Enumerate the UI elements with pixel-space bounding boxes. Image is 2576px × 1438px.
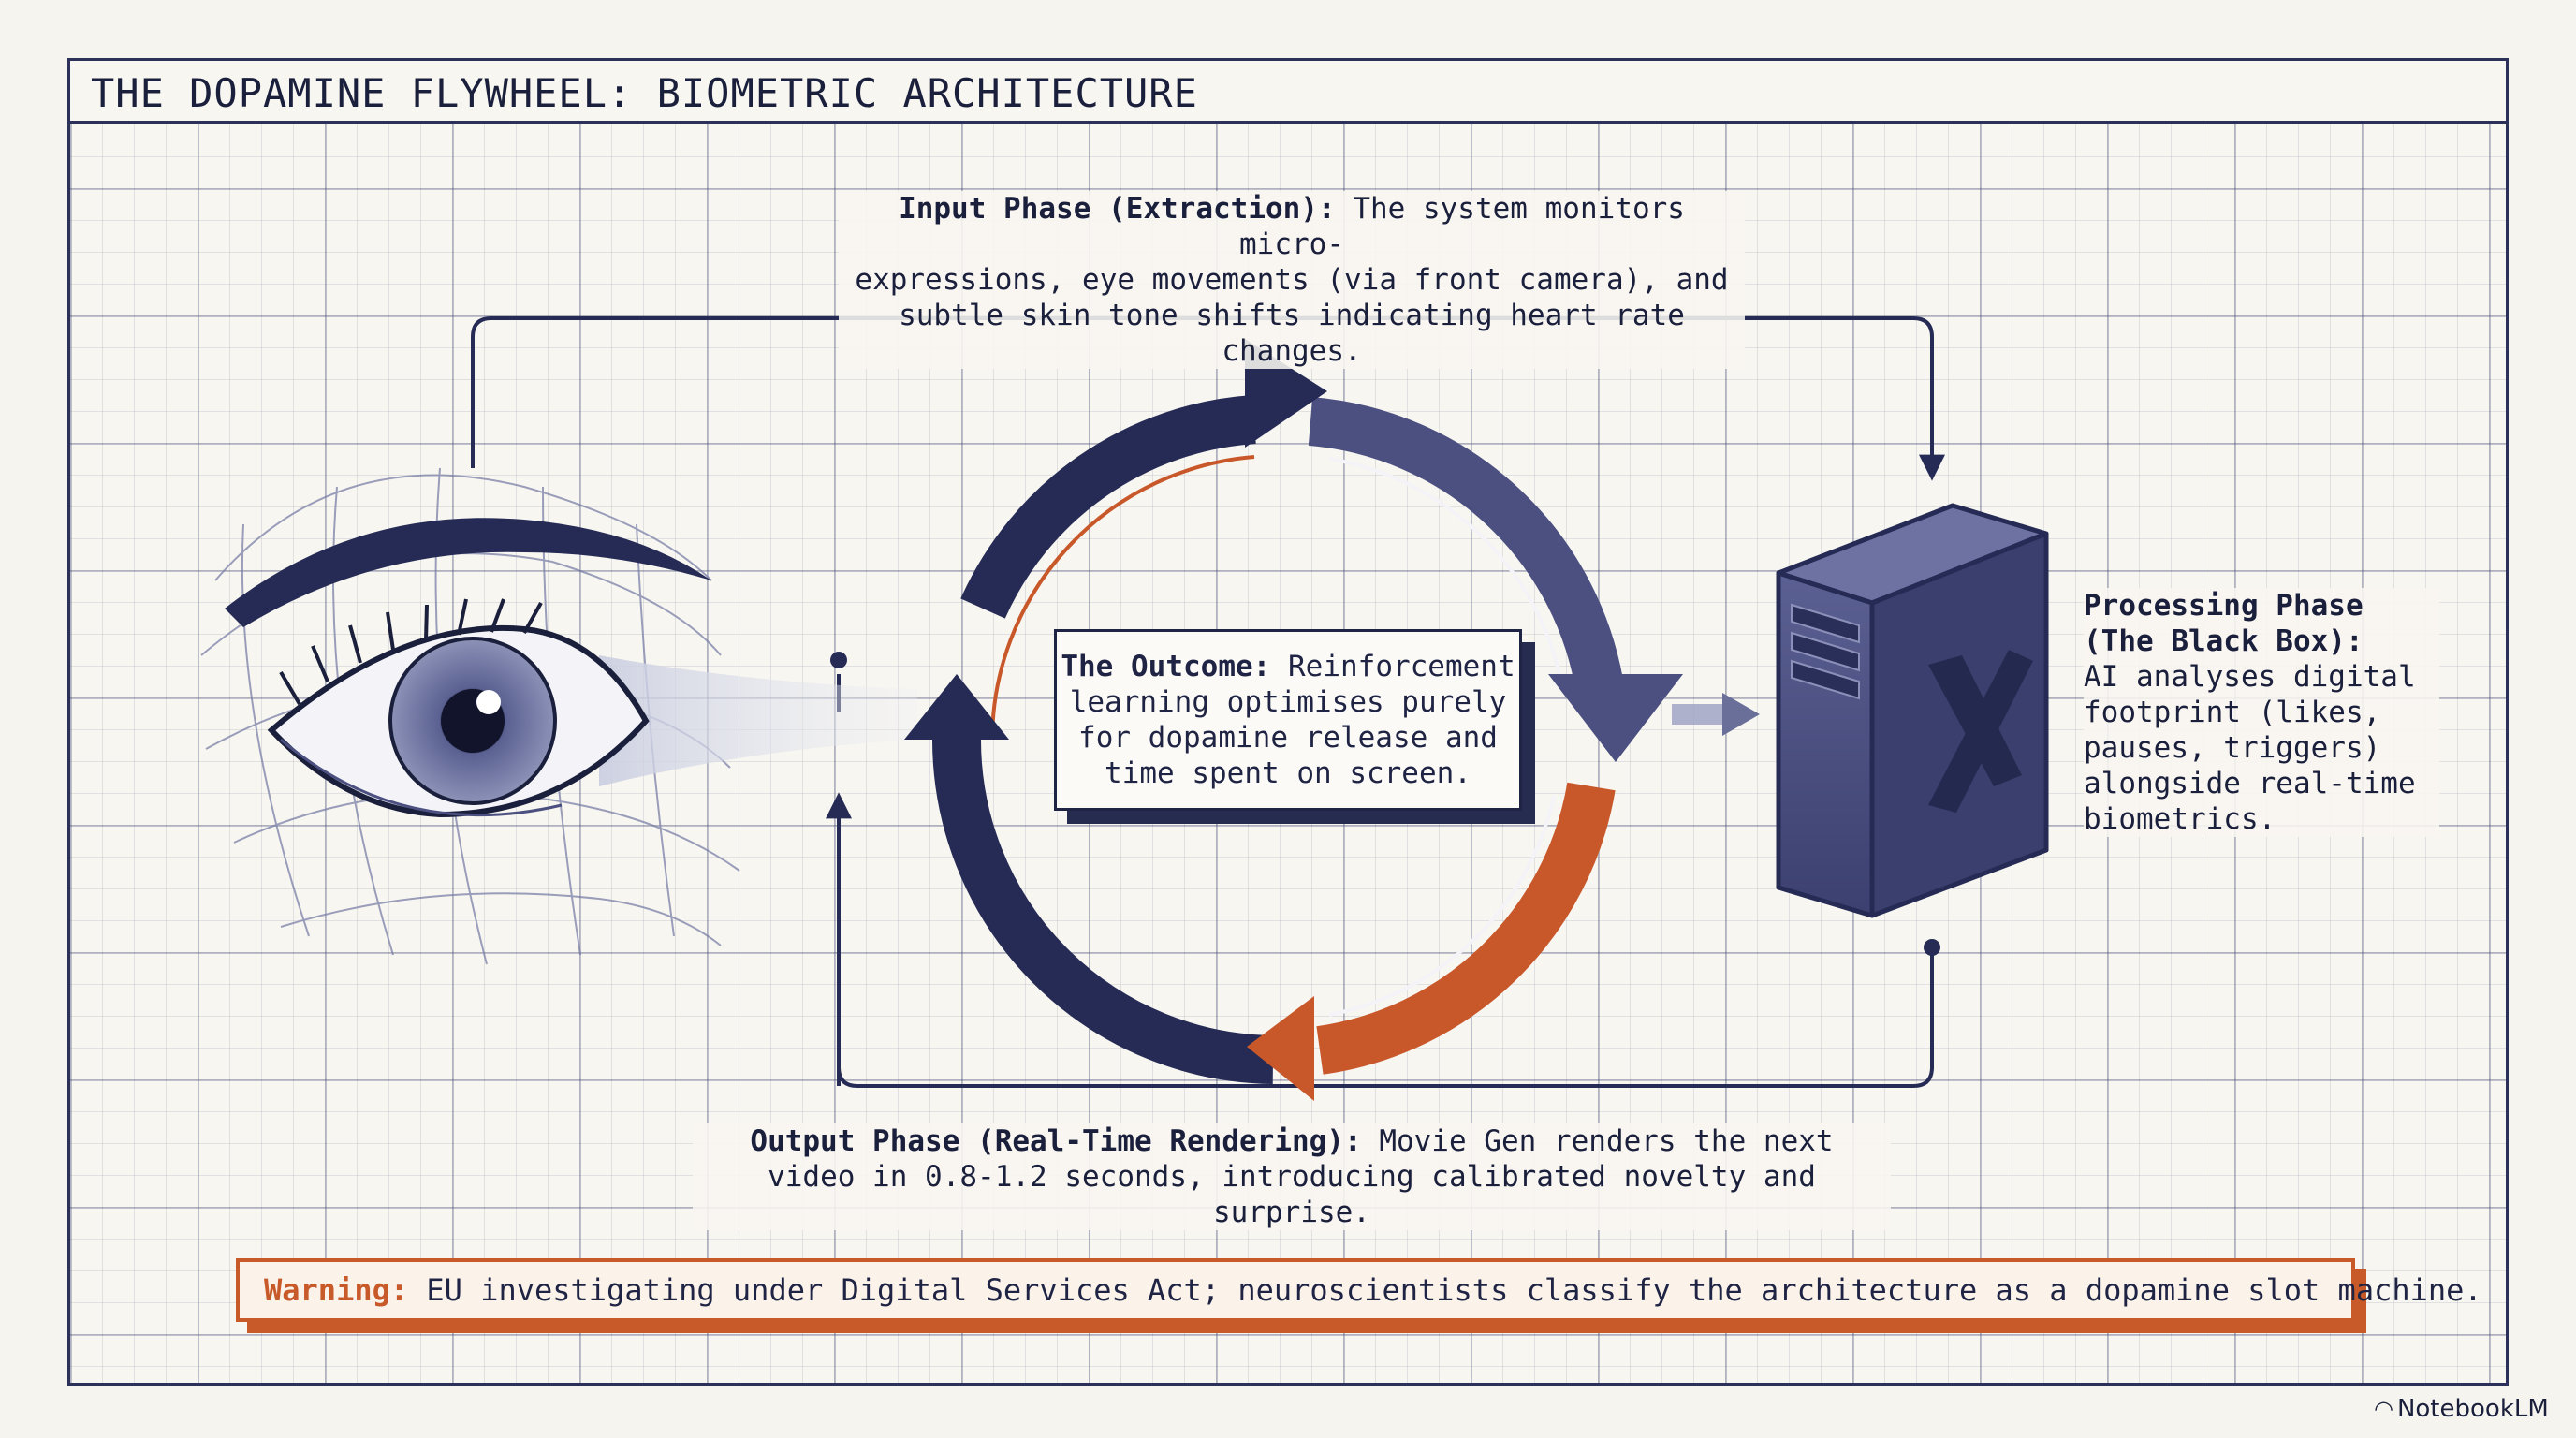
input-phase-line-3: subtle skin tone shifts indicating heart… — [899, 299, 1685, 368]
cycle-arrowhead-right — [1548, 674, 1683, 762]
input-phase-heading: Input Phase (Extraction): — [899, 192, 1336, 226]
title-bar: THE DOPAMINE FLYWHEEL: BIOMETRIC ARCHITE… — [67, 58, 2509, 124]
brand-name: NotebookLM — [2396, 1395, 2549, 1423]
cycle-arc-topright — [1308, 397, 1625, 697]
cycle-arrowhead-left — [904, 674, 1009, 740]
data-arrow — [1672, 693, 1760, 736]
warning-text: EU investigating under Digital Services … — [426, 1272, 2482, 1308]
processing-phase-text: Processing Phase (The Black Box): AI ana… — [2084, 588, 2439, 837]
server-x-logo — [1928, 650, 2033, 813]
eye-icon — [200, 467, 917, 965]
outcome-line-2: learning optimises purely — [1069, 685, 1507, 719]
processing-phase-heading-2: (The Black Box): — [2084, 624, 2364, 658]
server-side — [1869, 531, 2049, 918]
cycle-arc-left — [932, 739, 1274, 1084]
outcome-line-1: The Outcome: Reinforcement — [1061, 650, 1515, 683]
output-phase-text: Output Phase (Real-Time Rendering): Movi… — [693, 1123, 1891, 1230]
outcome-heading: The Outcome: — [1061, 650, 1271, 683]
eyebrow — [225, 518, 711, 627]
output-phase-line-1: Output Phase (Real-Time Rendering): Movi… — [750, 1124, 1834, 1158]
outcome-line-3: for dopamine release and — [1078, 721, 1498, 755]
output-phase-heading: Output Phase (Real-Time Rendering): — [750, 1124, 1362, 1158]
brand-watermark[interactable]: ◠NotebookLM — [2374, 1395, 2549, 1423]
bottom-connector — [837, 947, 1934, 1088]
processing-phase-line-3: pauses, triggers) — [2084, 731, 2381, 765]
connector-node-bottom — [1924, 939, 1940, 956]
warning-banner: Warning: EU investigating under Digital … — [236, 1258, 2482, 1322]
input-phase-line-1: Input Phase (Extraction): The system mon… — [899, 192, 1685, 261]
notebooklm-logo-icon: ◠ — [2374, 1396, 2393, 1422]
cycle-arc-bottomright — [1316, 782, 1616, 1075]
connector-node-top — [830, 652, 847, 668]
eye-highlight — [476, 690, 501, 714]
output-phase-line-2: video in 0.8-1.2 seconds, introducing ca… — [768, 1160, 1816, 1229]
processing-phase-line-4: alongside real-time — [2084, 767, 2416, 800]
processing-phase-line-1: AI analyses digital — [2084, 660, 2416, 694]
processing-phase-line-5: biometrics. — [2084, 802, 2276, 836]
processing-phase-line-2: footprint (likes, — [2084, 696, 2381, 729]
server-tower-icon — [1776, 503, 2049, 918]
gaze-beam — [599, 655, 917, 786]
cycle-arrows-icon — [904, 339, 1683, 1101]
page-title: THE DOPAMINE FLYWHEEL: BIOMETRIC ARCHITE… — [91, 70, 1198, 116]
input-phase-line-2: expressions, eye movements (via front ca… — [855, 263, 1729, 297]
cycle-arrowhead-bottom — [1247, 996, 1314, 1101]
outcome-line-4: time spent on screen. — [1105, 756, 1471, 790]
warning-label: Warning: — [264, 1272, 409, 1308]
cycle-arc-topleft — [960, 395, 1256, 619]
input-phase-text: Input Phase (Extraction): The system mon… — [839, 191, 1745, 369]
outcome-box: The Outcome: Reinforcement learning opti… — [1054, 629, 1522, 811]
processing-phase-heading-1: Processing Phase — [2084, 589, 2364, 623]
